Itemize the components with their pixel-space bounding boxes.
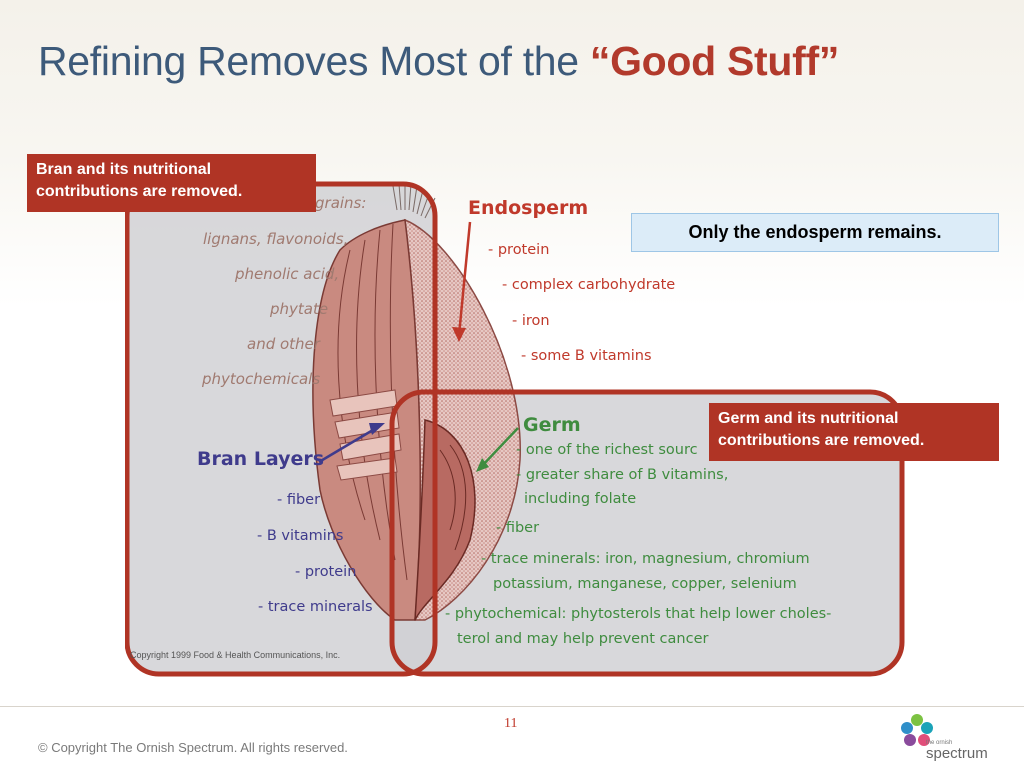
germ-item-5: - trace minerals: iron, magnesium, chrom… bbox=[481, 551, 810, 567]
bran-item-3: - protein bbox=[295, 564, 357, 580]
endosperm-item-1: - protein bbox=[488, 242, 550, 258]
endosperm-arrow bbox=[457, 221, 472, 336]
title-prefix: Refining Removes Most of the bbox=[38, 38, 579, 84]
phyto-line-3: phenolic acid, bbox=[235, 265, 340, 283]
endosperm-callout: Only the endosperm remains. bbox=[631, 213, 999, 252]
logo-tagline: the ornish bbox=[926, 740, 953, 746]
germ-item-3: including folate bbox=[524, 491, 637, 507]
phyto-line-1: grains: bbox=[315, 194, 367, 212]
ornish-spectrum-logo-icon bbox=[901, 714, 933, 746]
germ-frame bbox=[389, 389, 905, 677]
phyto-line-5: and other bbox=[247, 335, 320, 353]
bran-heading: Bran Layers bbox=[197, 448, 325, 470]
phyto-line-2: lignans, flavonoids, bbox=[203, 230, 349, 248]
phyto-line-6: phytochemicals bbox=[202, 370, 321, 388]
germ-item-6: potassium, manganese, copper, selenium bbox=[493, 576, 797, 592]
bran-arrow bbox=[318, 425, 379, 464]
germ-item-7: - phytochemical: phytosterols that help … bbox=[445, 606, 832, 622]
endosperm-item-2: - complex carbohydrate bbox=[502, 277, 676, 293]
germ-arrow bbox=[480, 427, 519, 468]
endosperm-arrowhead bbox=[452, 327, 466, 342]
figure-copyright: Copyright 1999 Food & Health Communicati… bbox=[130, 650, 341, 660]
endosperm-item-4: - some B vitamins bbox=[521, 348, 652, 364]
germ-item-4: - fiber bbox=[496, 520, 540, 536]
footer-divider bbox=[0, 706, 1024, 707]
bran-callout: Bran and its nutritional contributions a… bbox=[27, 154, 316, 212]
page-number: 11 bbox=[504, 716, 518, 731]
bran-item-2: - B vitamins bbox=[257, 528, 344, 544]
phyto-line-4: phytate bbox=[270, 300, 329, 318]
kernel-illustration bbox=[125, 181, 905, 677]
germ-item-1: - one of the richest sourc bbox=[516, 442, 698, 458]
slide-title: Refining Removes Most of the “Good Stuff… bbox=[38, 38, 839, 85]
bran-arrowhead bbox=[369, 423, 385, 435]
bran-item-4: - trace minerals bbox=[258, 599, 373, 615]
title-highlight: “Good Stuff” bbox=[589, 38, 840, 84]
germ-arrowhead bbox=[476, 458, 489, 472]
germ-callout: Germ and its nutritional contributions a… bbox=[709, 403, 999, 461]
germ-item-2: - greater share of B vitamins, bbox=[516, 467, 729, 483]
bran-item-1: - fiber bbox=[277, 492, 321, 508]
germ-item-8: terol and may help prevent cancer bbox=[457, 631, 709, 647]
endosperm-heading: Endosperm bbox=[468, 197, 589, 219]
endosperm-item-3: - iron bbox=[512, 313, 550, 329]
logo-wordmark: spectrum bbox=[926, 745, 988, 762]
wheat-kernel-figure: grains: lignans, flavonoids, phenolic ac… bbox=[125, 180, 910, 680]
germ-heading: Germ bbox=[523, 414, 581, 436]
footer-copyright: © Copyright The Ornish Spectrum. All rig… bbox=[38, 740, 348, 755]
germ-lines bbox=[439, 444, 467, 551]
